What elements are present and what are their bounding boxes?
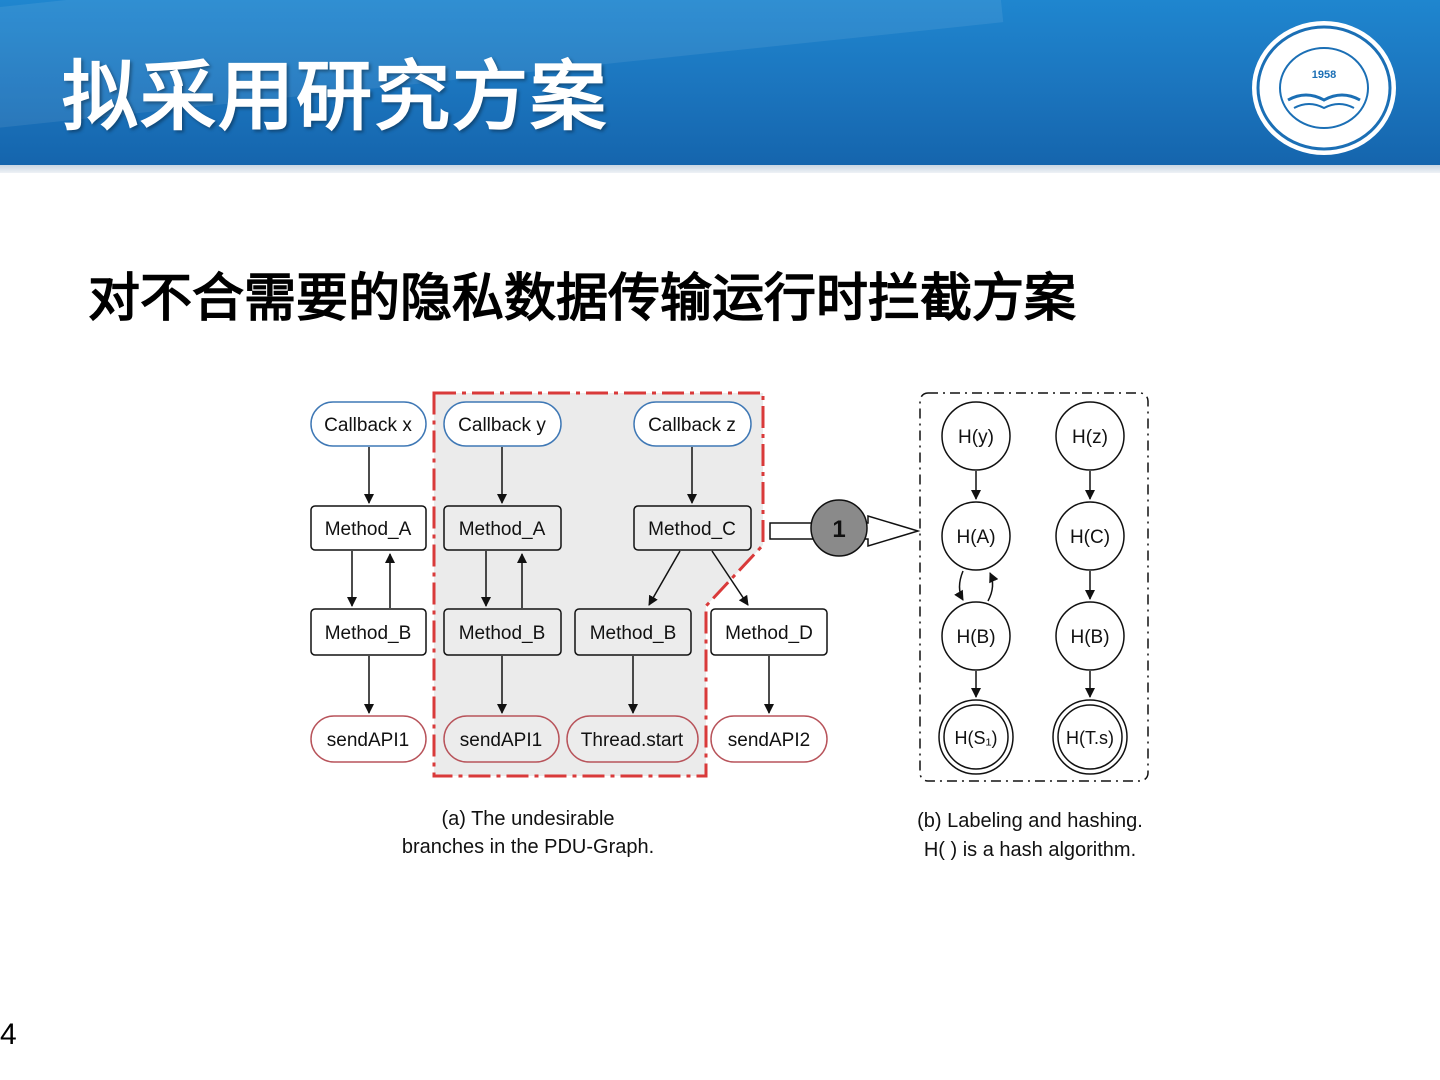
hash-node: H(B) bbox=[941, 601, 1011, 671]
svg-text:Method_D: Method_D bbox=[725, 623, 813, 644]
callback-node: Callback x bbox=[310, 401, 427, 447]
svg-text:H(B): H(B) bbox=[956, 627, 995, 648]
step-label: 1 bbox=[832, 516, 845, 543]
callback-node: Callback y bbox=[443, 401, 562, 447]
hash-node: H(y) bbox=[941, 401, 1011, 471]
svg-text:Callback y: Callback y bbox=[458, 415, 546, 436]
logo-year: 1958 bbox=[1312, 69, 1336, 81]
svg-text:H(B): H(B) bbox=[1070, 627, 1109, 648]
method-node: Method_B bbox=[310, 608, 427, 656]
callback-node: Callback z bbox=[633, 401, 752, 447]
svg-text:Method_B: Method_B bbox=[590, 623, 677, 644]
svg-text:Callback x: Callback x bbox=[324, 415, 412, 436]
svg-text:Method_B: Method_B bbox=[459, 623, 546, 644]
hash-edges bbox=[954, 471, 1095, 698]
sink-node: Thread.start bbox=[566, 715, 699, 763]
svg-text:sendAPI2: sendAPI2 bbox=[728, 730, 810, 751]
svg-text:sendAPI1: sendAPI1 bbox=[460, 730, 542, 751]
header-divider bbox=[0, 165, 1440, 173]
slide-title: 拟采用研究方案 bbox=[62, 52, 608, 141]
graph-edges bbox=[347, 447, 774, 714]
svg-text:sendAPI1: sendAPI1 bbox=[327, 730, 409, 751]
method-node: Method_B bbox=[443, 608, 562, 656]
svg-text:H(y): H(y) bbox=[958, 427, 994, 448]
method-node: Method_C bbox=[633, 505, 752, 551]
method-node: Method_D bbox=[710, 608, 828, 656]
hash-node-final: H(S₁) bbox=[938, 699, 1014, 775]
sink-node: sendAPI1 bbox=[443, 715, 560, 763]
page-number: 4 bbox=[0, 1018, 17, 1051]
hash-node: H(B) bbox=[1055, 601, 1125, 671]
svg-text:Callback z: Callback z bbox=[648, 415, 736, 436]
hash-figure-frame bbox=[919, 392, 1149, 782]
transform-arrow: 1 bbox=[769, 499, 921, 557]
svg-text:Thread.start: Thread.start bbox=[581, 730, 684, 751]
svg-text:H(z): H(z) bbox=[1072, 427, 1108, 448]
caption-b-line1: (b) Labeling and hashing. bbox=[917, 810, 1143, 832]
sink-node: sendAPI2 bbox=[710, 715, 828, 763]
caption-b-line2: H( ) is a hash algorithm. bbox=[924, 839, 1136, 861]
method-node: Method_A bbox=[310, 505, 427, 551]
hash-node-final: H(T.s) bbox=[1052, 699, 1128, 775]
svg-text:Method_A: Method_A bbox=[459, 519, 546, 540]
university-logo: 1958 bbox=[1252, 21, 1396, 155]
header-bar bbox=[0, 0, 1440, 165]
svg-text:Method_C: Method_C bbox=[648, 519, 736, 540]
svg-text:H(S₁): H(S₁) bbox=[954, 728, 997, 748]
hash-node: H(C) bbox=[1055, 501, 1125, 571]
method-node: Method_B bbox=[574, 608, 692, 656]
undesirable-branch-region bbox=[432, 391, 765, 778]
sink-node: sendAPI1 bbox=[310, 715, 427, 763]
svg-text:H(A): H(A) bbox=[956, 527, 995, 548]
hash-node: H(A) bbox=[941, 501, 1011, 571]
caption-a-line2: branches in the PDU-Graph. bbox=[402, 836, 654, 858]
hash-node: H(z) bbox=[1055, 401, 1125, 471]
svg-text:Method_B: Method_B bbox=[325, 623, 412, 644]
svg-text:H(C): H(C) bbox=[1070, 527, 1110, 548]
svg-text:H(T.s): H(T.s) bbox=[1066, 728, 1114, 748]
svg-text:Method_A: Method_A bbox=[325, 519, 412, 540]
method-node: Method_A bbox=[443, 505, 562, 551]
book-icon bbox=[1287, 93, 1361, 102]
step-circle bbox=[810, 499, 868, 557]
slide-subtitle: 对不合需要的隐私数据传输运行时拦截方案 bbox=[88, 269, 1077, 329]
caption-a-line1: (a) The undesirable bbox=[441, 808, 614, 830]
